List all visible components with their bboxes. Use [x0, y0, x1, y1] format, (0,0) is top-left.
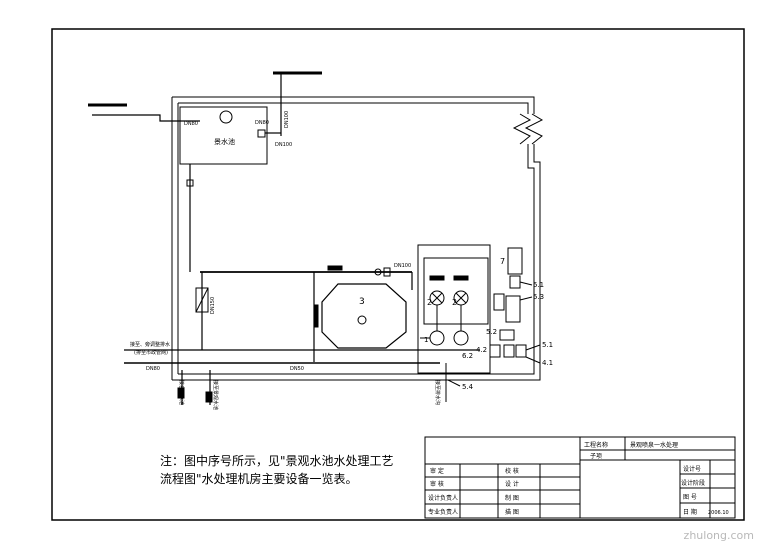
- tb-r1c3: 校 核: [505, 467, 519, 475]
- tb-project-label: 工程名称: [584, 441, 608, 449]
- tb-sub-label: 子项: [590, 453, 602, 460]
- item-5-1b: 5.1: [542, 341, 553, 349]
- building-walls: [171, 96, 544, 381]
- item-2b: 2: [452, 298, 457, 307]
- pipe-a-label: DN80: [146, 366, 160, 372]
- leader-lines: [447, 281, 541, 387]
- tb-r4c3: 描 图: [505, 508, 519, 516]
- item-2a: 2: [427, 298, 432, 307]
- item-6-2: 6.2: [462, 352, 473, 360]
- item-7: 7: [500, 257, 505, 266]
- tb-right3: 图 号: [683, 494, 697, 501]
- equipment-room: [417, 244, 527, 402]
- main-pipes: [124, 265, 480, 405]
- tank-number: 3: [359, 297, 365, 307]
- tb-r3c3: 制 图: [505, 494, 519, 502]
- dn80-label: DN80: [184, 121, 198, 127]
- dn100-horizontal-label: DN100: [275, 142, 292, 148]
- item-5-1a: 5.1: [533, 281, 544, 289]
- tb-right2: 设计阶段: [681, 479, 705, 487]
- left-inlet-label: 接至、旁调整排水: [130, 341, 170, 348]
- pipe-c-label: DN100: [394, 263, 411, 269]
- down-label-c: 接至排水沟: [434, 380, 441, 405]
- tb-r2c3: 设 计: [505, 480, 519, 488]
- tank-center: [357, 315, 367, 325]
- item-4-1: 4.1: [542, 359, 553, 367]
- item-4-2: 4.2: [476, 346, 487, 354]
- dn-left-label: DN80: [255, 120, 269, 126]
- drawing-note: 注：图中序号所示，见"景观水池水处理工艺流程图"水处理机房主要设备一览表。: [160, 454, 394, 486]
- tb-right1: 设计号: [683, 465, 701, 473]
- top-pipes: [88, 71, 322, 272]
- pond-inlet-circle: [219, 110, 233, 124]
- left-inlet-label-2: (排至市政管网): [134, 349, 168, 356]
- item-1: 1: [424, 336, 428, 344]
- item-5-4: 5.4: [462, 383, 474, 391]
- tb-date: 2006.10: [708, 510, 729, 516]
- pipe-b-label: DN50: [290, 366, 304, 372]
- title-block: [424, 436, 736, 519]
- tb-right4: 日 期: [683, 508, 697, 516]
- dn100-vertical-label: DN100: [284, 111, 290, 128]
- watermark: zhulong.com: [683, 529, 754, 542]
- filter-tank: [321, 283, 407, 349]
- sheet-border: [51, 28, 745, 521]
- vertical-pipe-label: DN150: [210, 297, 216, 314]
- pond-box: [179, 106, 268, 165]
- item-5-3: 5.3: [533, 293, 544, 301]
- pond-outlet: [257, 129, 266, 138]
- tb-project-value: 景观喷泉一水处理: [630, 441, 678, 449]
- pond-label: 景水池: [214, 137, 235, 146]
- tb-r4c1: 专业负责人: [428, 508, 458, 516]
- item-5-2: 5.2: [486, 328, 497, 336]
- tb-r2c1: 审 核: [430, 480, 444, 488]
- down-label-b: 接至景观水池: [212, 380, 219, 410]
- down-label-a: 接自喷水池: [178, 380, 185, 405]
- tb-r1c1: 审 定: [430, 467, 444, 475]
- tb-r3c1: 设计负责人: [428, 494, 458, 502]
